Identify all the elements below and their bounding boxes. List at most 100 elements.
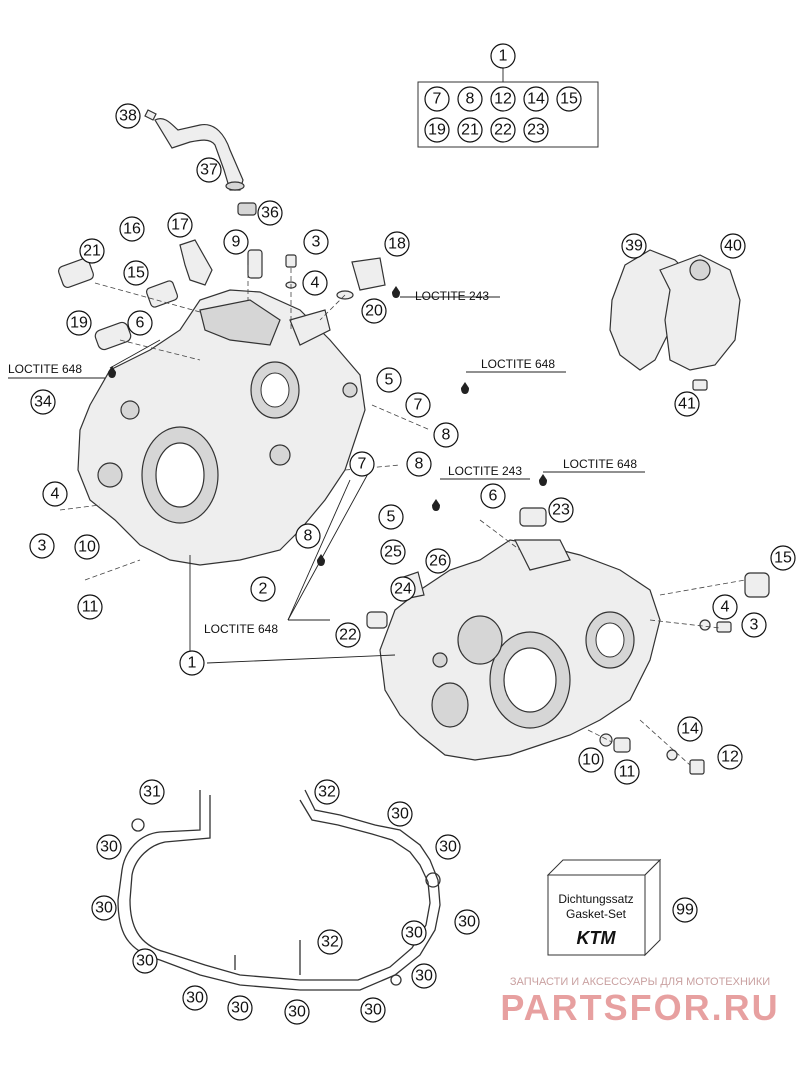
loctite-labels: LOCTITE 648 LOCTITE 243 LOCTITE 648 LOCT… <box>8 286 637 636</box>
part-callout: 4 <box>302 270 328 296</box>
part-callout: 11 <box>77 594 103 620</box>
svg-text:30: 30 <box>364 1002 382 1019</box>
loctite-label: LOCTITE 243 <box>415 289 489 303</box>
part-callout: 36 <box>257 200 283 226</box>
svg-text:15: 15 <box>560 91 578 108</box>
callout-leaders <box>109 296 645 664</box>
svg-text:7: 7 <box>358 456 367 473</box>
svg-text:3: 3 <box>750 617 759 634</box>
svg-text:14: 14 <box>527 91 545 108</box>
left-crankcase-half <box>77 289 366 566</box>
part-callout: 19 <box>66 310 92 336</box>
svg-text:2: 2 <box>259 581 268 598</box>
part-callout: 15 <box>770 545 796 571</box>
kit-part-callout: 7 <box>424 86 450 112</box>
svg-text:30: 30 <box>458 914 476 931</box>
svg-text:5: 5 <box>385 372 394 389</box>
part-callout: 25 <box>380 539 406 565</box>
loctite-label: LOCTITE 648 <box>481 357 555 371</box>
svg-text:12: 12 <box>494 91 512 108</box>
part-callout: 8 <box>433 422 459 448</box>
part-callout: 40 <box>720 233 746 259</box>
part-callout: 41 <box>674 391 700 417</box>
svg-text:30: 30 <box>95 900 113 917</box>
svg-text:21: 21 <box>461 122 479 139</box>
svg-text:20: 20 <box>365 303 383 320</box>
svg-text:12: 12 <box>721 749 739 766</box>
svg-text:1: 1 <box>188 655 197 672</box>
part-callout: 30 <box>132 948 158 974</box>
svg-text:11: 11 <box>619 764 636 781</box>
part-callout: 7 <box>405 392 431 418</box>
svg-text:30: 30 <box>405 925 423 942</box>
watermark-tagline: ЗАПЧАСТИ И АКСЕССУАРЫ ДЛЯ МОТОТЕХНИКИ <box>510 976 770 988</box>
svg-text:37: 37 <box>200 162 218 179</box>
svg-text:36: 36 <box>261 205 279 222</box>
part-callout: 21 <box>79 238 105 264</box>
right-crankcase-half <box>379 539 661 761</box>
left-small-parts <box>58 239 386 351</box>
svg-text:10: 10 <box>78 539 96 556</box>
svg-text:21: 21 <box>83 243 101 260</box>
part-callout: 99 <box>672 897 698 923</box>
part-callout: 18 <box>384 231 410 257</box>
kit-part-callout: 14 <box>523 86 549 112</box>
svg-text:7: 7 <box>414 397 423 414</box>
gasket-set-line2: Gasket-Set <box>566 907 627 921</box>
crankcase-gasket <box>117 789 441 991</box>
part-callout: 8 <box>295 523 321 549</box>
part-callout: 32 <box>317 929 343 955</box>
breather-hose <box>144 109 257 216</box>
svg-text:26: 26 <box>429 553 447 570</box>
part-callout: 10 <box>578 747 604 773</box>
sprocket-cover <box>609 249 741 391</box>
svg-text:34: 34 <box>34 394 52 411</box>
svg-text:32: 32 <box>318 784 336 801</box>
svg-text:24: 24 <box>394 581 412 598</box>
svg-text:8: 8 <box>415 456 424 473</box>
part-callout: 7 <box>349 451 375 477</box>
svg-text:99: 99 <box>676 902 694 919</box>
svg-text:30: 30 <box>415 968 433 985</box>
kit-part-callout: 19 <box>424 117 450 143</box>
part-callout: 4 <box>42 481 68 507</box>
kit-part-callout: 12 <box>490 86 516 112</box>
svg-text:30: 30 <box>100 839 118 856</box>
part-callout: 1 <box>179 650 205 676</box>
part-callout: 5 <box>376 367 402 393</box>
part-callout: 8 <box>406 451 432 477</box>
part-callout: 23 <box>548 497 574 523</box>
svg-text:4: 4 <box>51 486 60 503</box>
svg-text:10: 10 <box>582 752 600 769</box>
svg-text:1: 1 <box>499 48 508 65</box>
part-callout: 3 <box>303 229 329 255</box>
svg-text:32: 32 <box>321 934 339 951</box>
svg-text:4: 4 <box>311 275 320 292</box>
svg-text:4: 4 <box>721 599 730 616</box>
part-callout: 34 <box>30 389 56 415</box>
svg-text:41: 41 <box>678 396 696 413</box>
svg-text:5: 5 <box>387 509 396 526</box>
part-callout: 22 <box>335 622 361 648</box>
svg-text:22: 22 <box>339 627 357 644</box>
kit-part-callout: 23 <box>523 117 549 143</box>
svg-text:23: 23 <box>552 502 570 519</box>
part-callout: 17 <box>167 212 193 238</box>
part-callout: 6 <box>480 483 506 509</box>
svg-text:30: 30 <box>231 1000 249 1017</box>
part-callout: 30 <box>284 999 310 1025</box>
svg-text:11: 11 <box>82 599 99 616</box>
loctite-label: LOCTITE 243 <box>448 464 522 478</box>
part-callout: 31 <box>139 779 165 805</box>
part-callout: 10 <box>74 534 100 560</box>
svg-text:30: 30 <box>136 953 154 970</box>
svg-text:19: 19 <box>428 122 446 139</box>
part-callout: 11 <box>614 759 640 785</box>
watermark: ЗАПЧАСТИ И АКСЕССУАРЫ ДЛЯ МОТОТЕХНИКИ PA… <box>500 976 777 1028</box>
part-callout: 30 <box>182 985 208 1011</box>
right-small-parts <box>366 507 770 775</box>
gasket-set-line1: Dichtungssatz <box>558 892 633 906</box>
part-callout: 30 <box>411 963 437 989</box>
svg-text:22: 22 <box>494 122 512 139</box>
